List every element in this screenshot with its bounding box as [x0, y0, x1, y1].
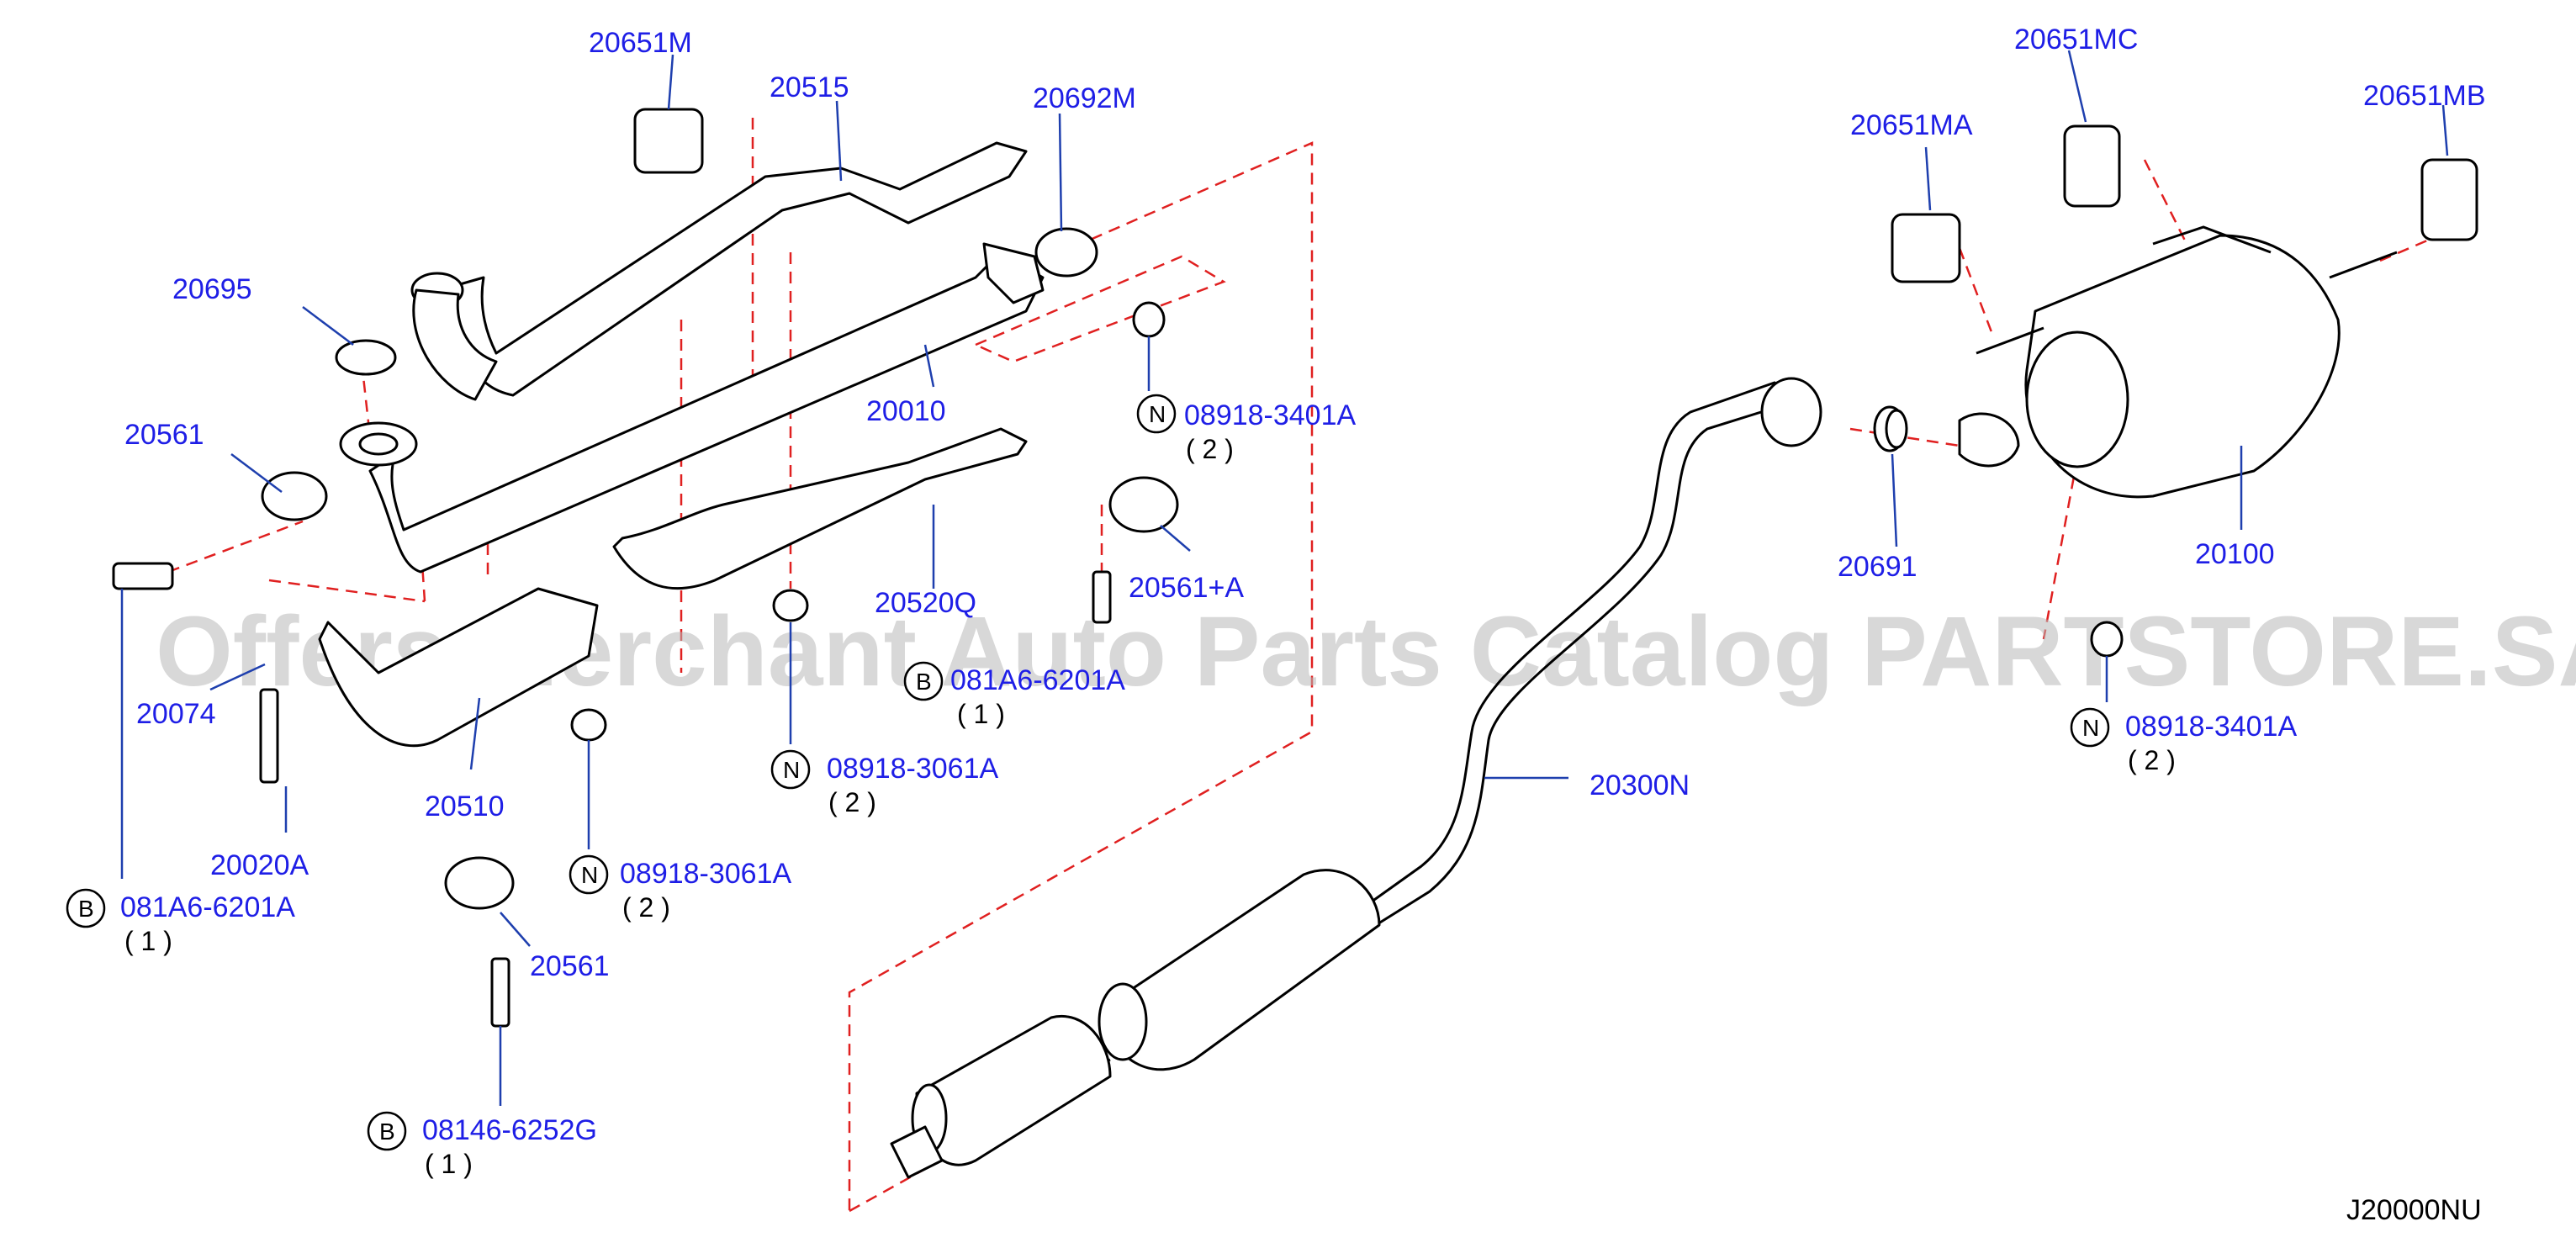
- label-20074[interactable]: 20074: [136, 698, 216, 730]
- center-pipe-20300n: [890, 377, 1822, 1179]
- label-20510[interactable]: 20510: [425, 791, 505, 822]
- pipe-20515: [410, 141, 1028, 401]
- fastener-part-number[interactable]: 08918-3061A: [827, 753, 999, 785]
- label-20561-plus-a[interactable]: 20561+A: [1129, 572, 1244, 604]
- label-20691[interactable]: 20691: [1838, 551, 1917, 583]
- nut-rear: [2090, 621, 2124, 658]
- fastener-part-number[interactable]: 08146-6252G: [422, 1114, 597, 1146]
- fastener-callout: N 08918-3061A ( 2 ): [569, 854, 792, 923]
- bolt-left: [112, 562, 174, 590]
- insulator-20651mb: [2420, 158, 2478, 241]
- fastener-qty: ( 2 ): [1186, 434, 1234, 464]
- fastener-callout: B 08146-6252G ( 1 ): [367, 1111, 597, 1179]
- nut-mid: [772, 589, 809, 622]
- gasket-20695: [335, 339, 397, 376]
- fastener-qty: ( 1 ): [425, 1149, 473, 1179]
- fastener-prefix: B: [379, 1118, 395, 1145]
- label-20651mc[interactable]: 20651MC: [2014, 24, 2138, 56]
- front-tube-20010: [339, 242, 1045, 574]
- label-20651mb[interactable]: 20651MB: [2363, 80, 2486, 112]
- heat-shield-20520q: [612, 427, 1028, 590]
- fastener-part-number[interactable]: 08918-3401A: [1184, 399, 1357, 431]
- insulator-20651mc: [2063, 124, 2121, 208]
- fastener-prefix: N: [581, 862, 598, 888]
- leader-lines: [120, 50, 2449, 1106]
- label-20020a[interactable]: 20020A: [210, 849, 309, 881]
- fastener-qty: ( 2 ): [622, 892, 670, 923]
- clamp-20561-a: [1108, 476, 1179, 533]
- fastener-part-number[interactable]: 08918-3401A: [2125, 711, 2298, 743]
- fastener-callout: N 08918-3061A ( 2 ): [770, 749, 999, 817]
- sensor-20020a: [259, 688, 279, 784]
- fastener-prefix: N: [1149, 401, 1166, 427]
- fastener-callout: N 08918-3401A ( 2 ): [2070, 707, 2298, 775]
- label-20561-upper[interactable]: 20561: [124, 419, 204, 451]
- clamp-20561-lower: [444, 856, 515, 910]
- fastener-prefix: N: [783, 757, 800, 783]
- fastener-part-number[interactable]: 08918-3061A: [620, 858, 792, 890]
- fastener-qty: ( 1 ): [957, 699, 1005, 729]
- label-20651ma[interactable]: 20651MA: [1850, 109, 1973, 141]
- insulator-20651m: [633, 108, 704, 174]
- label-20515[interactable]: 20515: [770, 71, 849, 103]
- clamp-20561: [261, 471, 328, 521]
- fastener-qty: ( 1 ): [124, 926, 172, 956]
- label-20300n[interactable]: 20300N: [1590, 769, 1690, 801]
- part-labels: 20651M 20515 20692M 20695 20010 20561 20…: [124, 24, 2486, 982]
- nut-lower: [570, 708, 607, 742]
- fastener-qty: ( 2 ): [2128, 745, 2176, 775]
- gasket-20691: [1885, 409, 1908, 449]
- bolt-lower: [490, 957, 510, 1028]
- heat-shield-20510: [318, 587, 599, 748]
- insulators: [633, 108, 2478, 283]
- muffler-20100: [1873, 225, 2398, 499]
- label-20692m[interactable]: 20692M: [1033, 82, 1136, 114]
- fastener-prefix: B: [916, 669, 932, 695]
- label-20651m[interactable]: 20651M: [589, 27, 692, 59]
- fastener-prefix: N: [2082, 715, 2099, 741]
- nut-upper: [1132, 301, 1166, 338]
- fastener-qty: ( 2 ): [828, 787, 876, 817]
- label-20561-lower[interactable]: 20561: [530, 950, 610, 982]
- bolt-mid: [1092, 570, 1112, 624]
- fastener-callout: N 08918-3401A ( 2 ): [1136, 394, 1357, 464]
- label-20520q[interactable]: 20520Q: [875, 587, 976, 619]
- fastener-callout: B 081A6-6201A ( 1 ): [66, 888, 295, 956]
- label-20695[interactable]: 20695: [172, 273, 252, 305]
- fastener-part-number[interactable]: 081A6-6201A: [120, 891, 295, 923]
- fastener-part-number[interactable]: 081A6-6201A: [950, 664, 1125, 696]
- label-20100[interactable]: 20100: [2195, 538, 2275, 570]
- insulator-20651ma: [1891, 213, 1961, 283]
- label-20010[interactable]: 20010: [866, 395, 946, 427]
- fastener-callout: B 081A6-6201A ( 1 ): [903, 661, 1125, 729]
- diagram-code: J20000NU: [2346, 1194, 2482, 1226]
- gasket-20692m: [1034, 227, 1098, 278]
- fastener-prefix: B: [78, 896, 94, 922]
